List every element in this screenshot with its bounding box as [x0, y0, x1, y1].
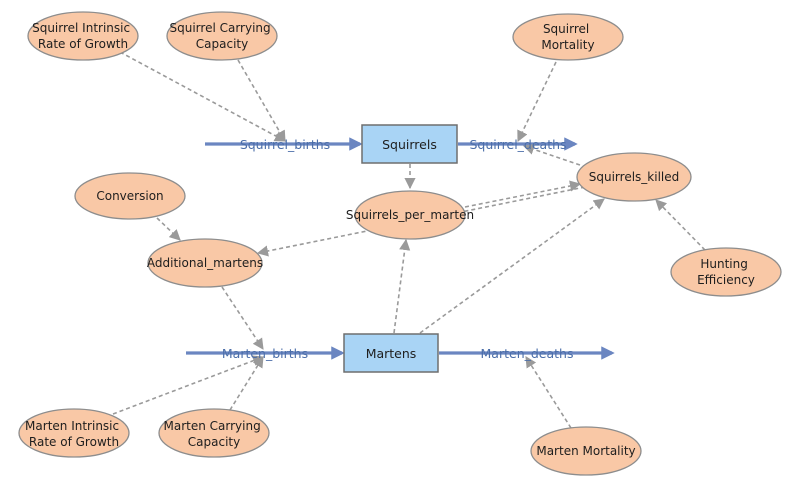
variable-marten-growth[interactable]: Marten Intrinsic Rate of Growth [18, 408, 130, 458]
variable-squirrel-mortality-label: Squirrel Mortality [541, 22, 594, 52]
variable-marten-mortality[interactable]: Marten Mortality [530, 426, 642, 476]
variable-squirrels-killed-label: Squirrels_killed [589, 170, 680, 184]
link-squirrel-capacity-to-births [237, 59, 286, 142]
link-per-marten-to-killed [464, 180, 582, 208]
variable-squirrel-growth-label: Squirrel Intrinsic Rate of Growth [32, 21, 134, 51]
variable-additional-martens[interactable]: Additional_martens [147, 238, 263, 288]
link-marten-growth-to-births [112, 355, 265, 415]
link-additional-to-births [221, 286, 264, 350]
marten-births-label[interactable]: Marten_births [222, 346, 308, 361]
variable-marten-capacity[interactable]: Marten Carrying Capacity [158, 408, 270, 458]
stock-martens-label: Martens [366, 346, 417, 361]
variable-squirrel-mortality[interactable]: Squirrel Mortality [512, 13, 624, 61]
link-squirrels-killed-to-deaths [522, 143, 581, 166]
link-hunting-to-killed [655, 199, 706, 251]
stock-squirrels-label: Squirrels [382, 137, 437, 152]
stock-squirrels[interactable]: Squirrels [361, 124, 458, 164]
link-squirrel-growth-to-births [119, 51, 286, 142]
flow-labels: Squirrel_births Squirrel_deaths Marten_b… [222, 137, 574, 361]
variable-squirrels-killed[interactable]: Squirrels_killed [576, 152, 692, 202]
link-marten-mortality-to-deaths [525, 356, 572, 429]
variable-squirrel-capacity[interactable]: Squirrel Carrying Capacity [166, 11, 278, 61]
variable-conversion[interactable]: Conversion [74, 172, 186, 220]
variable-additional-martens-label: Additional_martens [147, 256, 263, 270]
variable-squirrel-growth[interactable]: Squirrel Intrinsic Rate of Growth [27, 11, 139, 61]
squirrel-births-label[interactable]: Squirrel_births [240, 137, 330, 152]
variable-squirrels-per-marten-label: Squirrels_per_marten [346, 208, 474, 222]
link-martens-to-per-marten [393, 238, 411, 334]
link-martens-to-killed [419, 198, 605, 334]
variable-squirrels-per-marten[interactable]: Squirrels_per_marten [346, 190, 474, 240]
influence-links [112, 51, 706, 429]
variable-hunting-efficiency-label: Hunting Efficiency [697, 257, 755, 287]
variable-marten-mortality-label: Marten Mortality [536, 444, 635, 458]
link-marten-capacity-to-births [229, 356, 264, 411]
variable-marten-capacity-label: Marten Carrying Capacity [163, 419, 264, 449]
marten-deaths-label[interactable]: Marten_deaths [481, 346, 574, 361]
squirrel-deaths-label[interactable]: Squirrel_deaths [469, 137, 566, 152]
flow-pipes [186, 137, 615, 360]
variable-marten-growth-label: Marten Intrinsic Rate of Growth [25, 419, 123, 449]
stock-martens[interactable]: Martens [343, 333, 439, 373]
variable-conversion-label: Conversion [96, 189, 163, 203]
link-conversion-to-additional [156, 217, 181, 241]
link-squirrel-mortality-to-deaths [517, 61, 557, 143]
variable-squirrel-capacity-label: Squirrel Carrying Capacity [170, 21, 275, 51]
variable-hunting-efficiency[interactable]: Hunting Efficiency [670, 247, 782, 297]
